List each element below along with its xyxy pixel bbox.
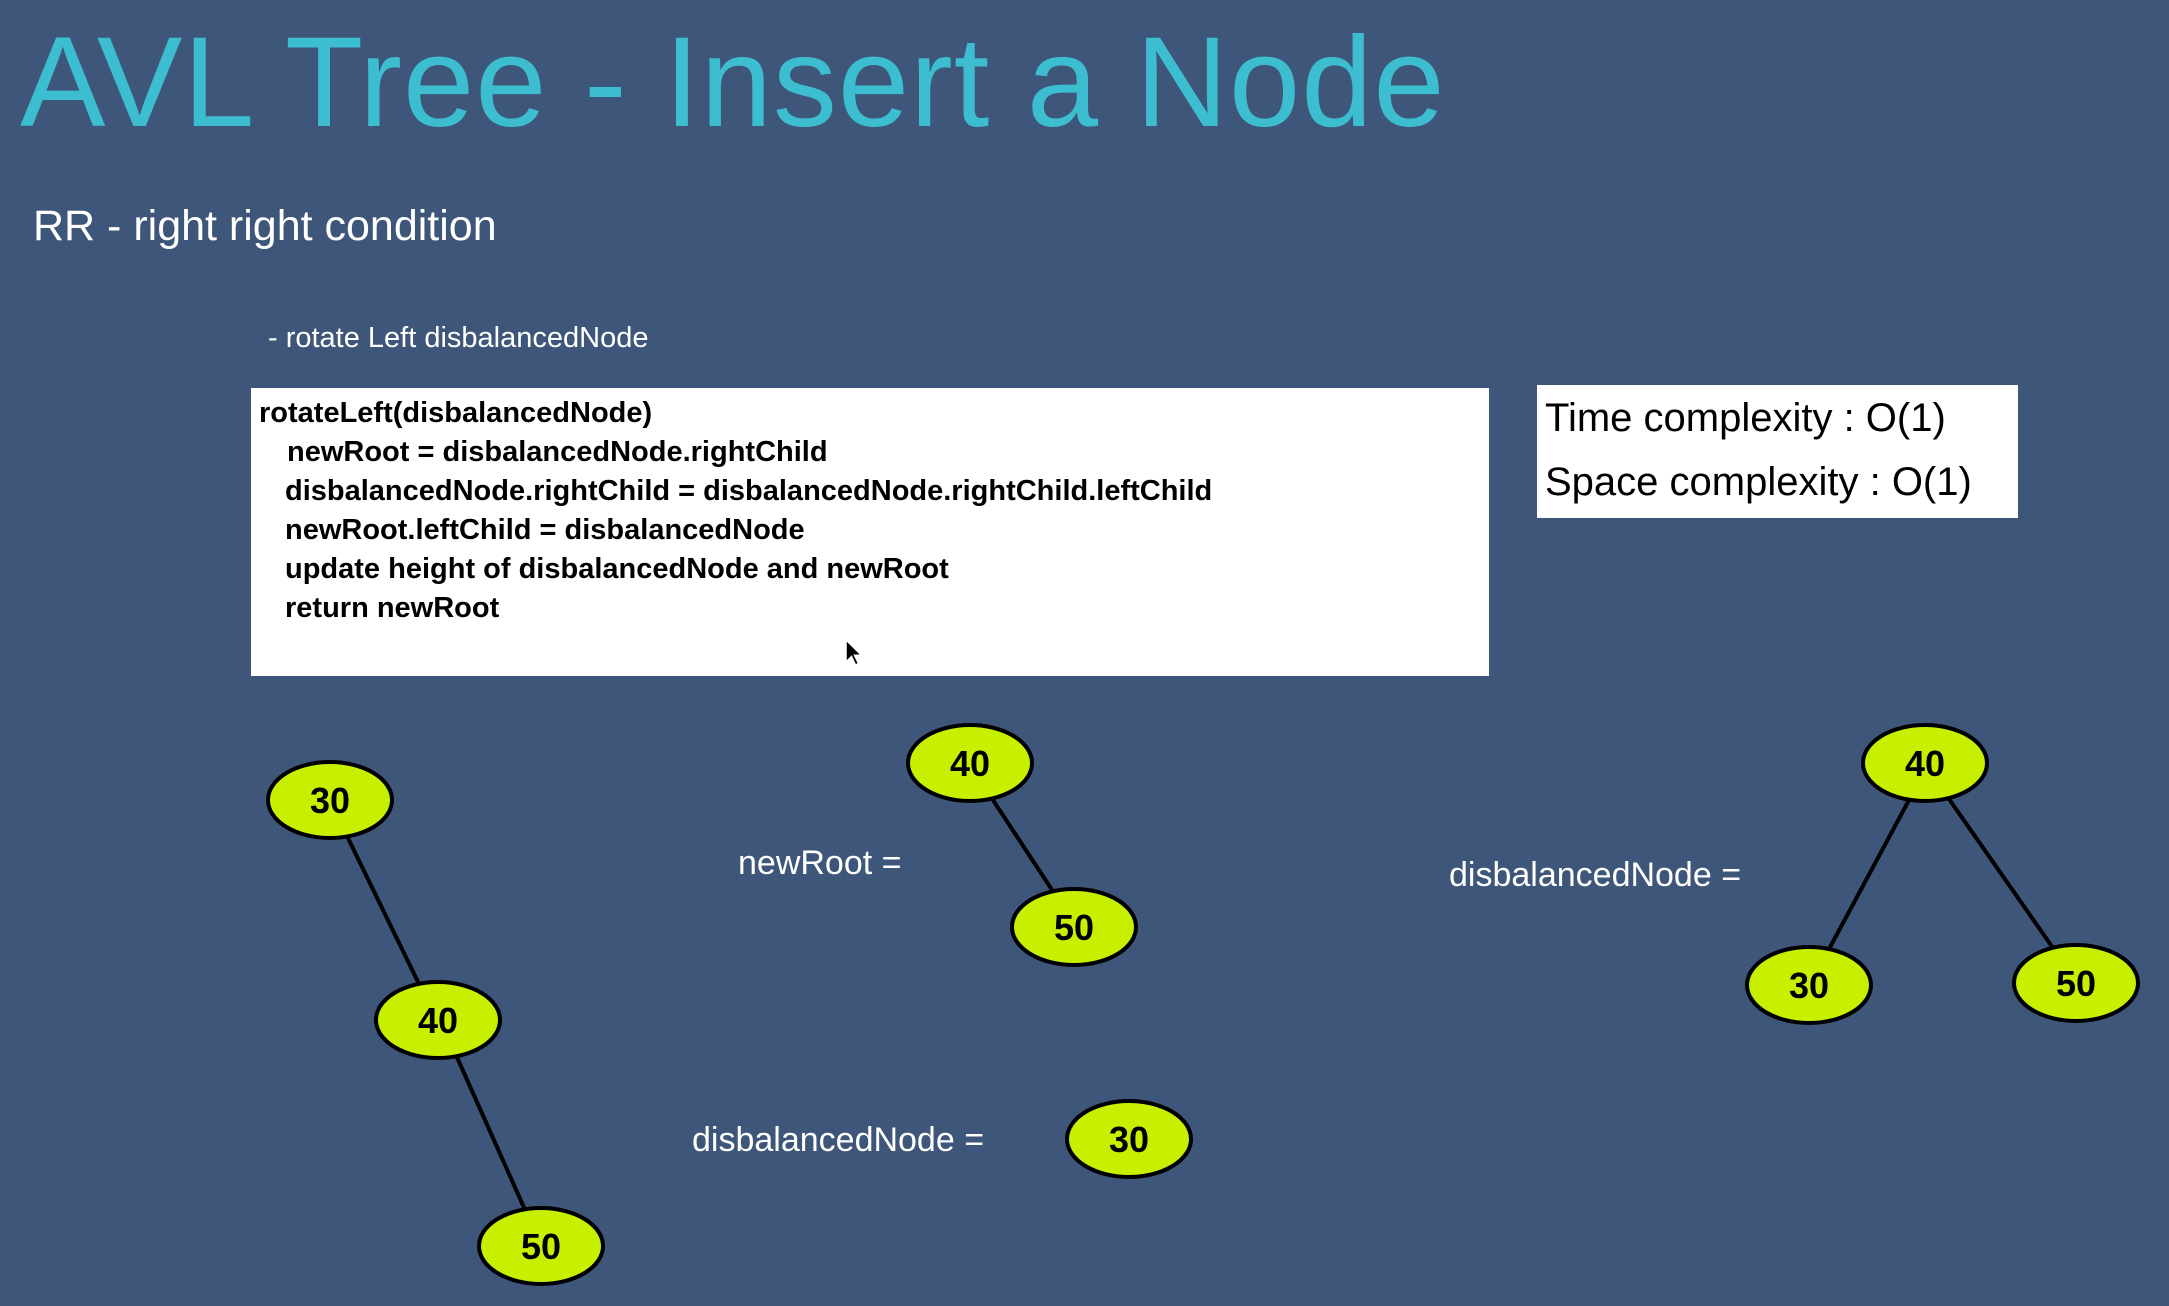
code-line-3: disbalancedNode.rightChild = disbalanced… xyxy=(285,475,1213,507)
time-complexity: Time complexity : O(1) xyxy=(1545,396,1946,440)
edge-result-40-30 xyxy=(1826,799,1911,952)
tree-node: 50 xyxy=(1010,887,1138,967)
code-line-1: rotateLeft(disbalancedNode) xyxy=(259,397,653,429)
tree-node: 50 xyxy=(2012,943,2140,1023)
code-line-2: newRoot = disbalancedNode.rightChild xyxy=(287,436,828,468)
edge-newroot-40-50 xyxy=(991,798,1056,895)
node-label: 40 xyxy=(1905,743,1945,784)
tree-node: 30 xyxy=(1065,1099,1193,1179)
node-label: 30 xyxy=(1789,965,1829,1006)
page-title: AVL Tree - Insert a Node xyxy=(20,11,1446,154)
code-line-5: update height of disbalancedNode and new… xyxy=(285,553,949,585)
tree-node: 40 xyxy=(1861,723,1989,803)
space-complexity: Space complexity : O(1) xyxy=(1545,460,1972,504)
tree-node: 30 xyxy=(1745,945,1873,1025)
node-label: 50 xyxy=(1054,907,1094,948)
node-label: 50 xyxy=(521,1226,561,1267)
node-label: 50 xyxy=(2056,963,2096,1004)
code-line-4: newRoot.leftChild = disbalancedNode xyxy=(285,514,805,546)
edge-result-40-50 xyxy=(1947,797,2055,950)
node-label: 30 xyxy=(310,780,350,821)
slide-subtitle: RR - right right condition xyxy=(33,202,497,250)
edge-30-40 xyxy=(344,833,422,987)
new-root-label: newRoot = xyxy=(738,844,902,882)
disbalanced-node-label-right: disbalancedNode = xyxy=(1449,856,1742,894)
bullet-point: - rotate Left disbalancedNode xyxy=(268,322,649,354)
mouse-pointer-icon xyxy=(845,638,864,666)
code-line-6: return newRoot xyxy=(285,592,500,624)
tree-node: 40 xyxy=(374,980,502,1060)
edge-40-50 xyxy=(454,1054,528,1213)
node-label: 30 xyxy=(1109,1119,1149,1160)
complexity-box: Time complexity : O(1) Space complexity … xyxy=(1537,385,2018,518)
disbalanced-node-label-middle: disbalancedNode = xyxy=(692,1121,985,1159)
node-label: 40 xyxy=(418,1000,458,1041)
tree-node: 30 xyxy=(266,760,394,840)
tree-node: 40 xyxy=(906,723,1034,803)
code-block: rotateLeft(disbalancedNode) newRoot = di… xyxy=(251,388,1489,676)
node-label: 40 xyxy=(950,743,990,784)
tree-node: 50 xyxy=(477,1206,605,1286)
